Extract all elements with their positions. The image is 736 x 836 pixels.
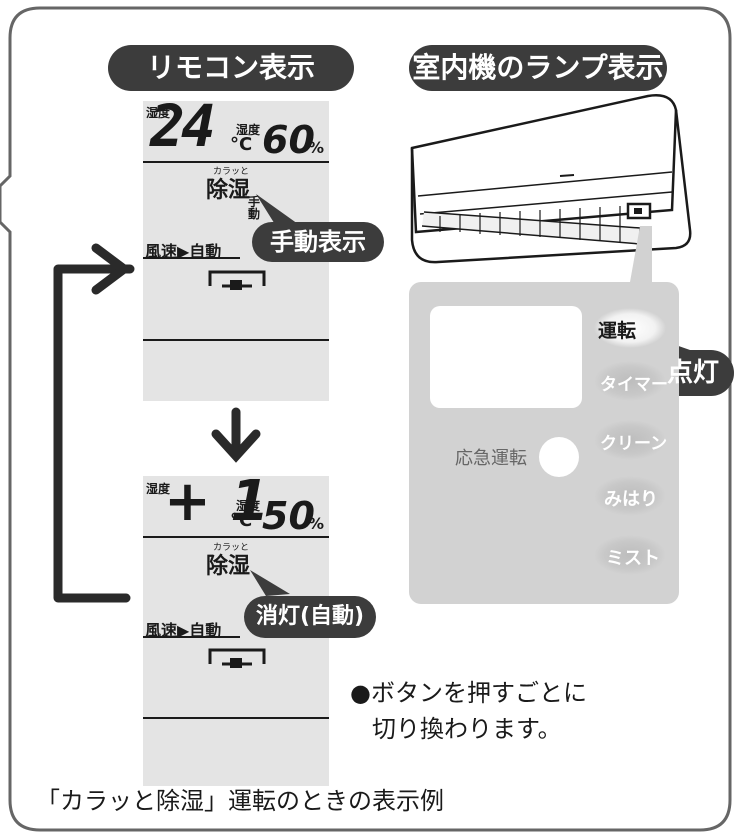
loop-arrow — [53, 243, 135, 603]
lcd1-louver-mark — [230, 280, 242, 290]
lcd2-mode: 除湿 — [206, 554, 251, 579]
remote-display-heading: リモコン表示 — [146, 51, 315, 84]
indoor-lamp-heading: 室内機のランプ表示 — [412, 51, 664, 84]
lcd2-percent: % — [308, 514, 325, 533]
emergency-label: 応急運転 — [455, 448, 527, 469]
manual-display-bubble — [252, 194, 384, 262]
lcd1-manual-small: 手動 — [248, 195, 261, 221]
lcd1-mode-ruby: カラッと — [213, 167, 250, 177]
lamp-label-watch: みはり — [604, 489, 658, 510]
lamp-timer — [594, 361, 666, 401]
lcd1-celsius: °C — [230, 134, 253, 155]
lcd2-louver-mark — [230, 658, 242, 668]
down-arrow — [211, 407, 261, 463]
lcd1-percent: % — [308, 138, 325, 157]
lcd1-fan-label: 風速▶自動 — [145, 242, 222, 261]
lcd2-humidity-value: 50 — [262, 494, 315, 538]
lcd1-mode: 除湿 — [206, 178, 251, 203]
panel-connector — [630, 226, 652, 282]
lcd2-humidity-label: 湿度 — [146, 482, 171, 496]
lamp-clean — [594, 420, 666, 460]
figure-caption: 「カラッと除湿」運転のときの表示例 — [36, 787, 444, 815]
remote-heading-pill — [108, 45, 354, 91]
lamp-label-run: 運転 — [598, 320, 637, 342]
indoor-heading-pill — [409, 45, 667, 91]
lcd2-fan-label: 風速▶自動 — [145, 621, 222, 640]
light-off-callout: 消灯(自動) — [255, 604, 365, 629]
manual-display-callout: 手動表示 — [270, 228, 366, 256]
lcd2-celsius: °C — [230, 510, 253, 531]
lamp-mist — [594, 535, 666, 575]
light-on-callout: 点灯 — [666, 358, 719, 388]
lamp-label-clean: クリーン — [600, 434, 668, 454]
lcd1-humidity-value: 60 — [262, 118, 315, 162]
lamp-label-timer: タイマー — [600, 375, 668, 395]
lcd1-small-humidity-label: 湿度 — [236, 123, 261, 137]
lamp-label-mist: ミスト — [606, 548, 660, 569]
lamp-watch — [594, 476, 666, 516]
lcd2-big-value: + 1 — [164, 469, 270, 534]
light-off-bubble — [244, 570, 376, 638]
button-note-line-2: 切り換わります。 — [372, 715, 562, 743]
emergency-button[interactable] — [539, 437, 579, 477]
lcd1-humidity-label: 湿度 — [146, 106, 171, 120]
air-conditioner-illustration — [410, 94, 692, 264]
lcd2-small-humidity-label: 湿度 — [236, 499, 261, 513]
lamp-run — [594, 308, 666, 348]
lcd2-mode-ruby: カラッと — [213, 543, 250, 553]
button-note-line-1: ●ボタンを押すごとに — [350, 679, 587, 707]
panel-display-window — [430, 306, 582, 408]
lcd1-big-value: 24 — [150, 92, 216, 160]
